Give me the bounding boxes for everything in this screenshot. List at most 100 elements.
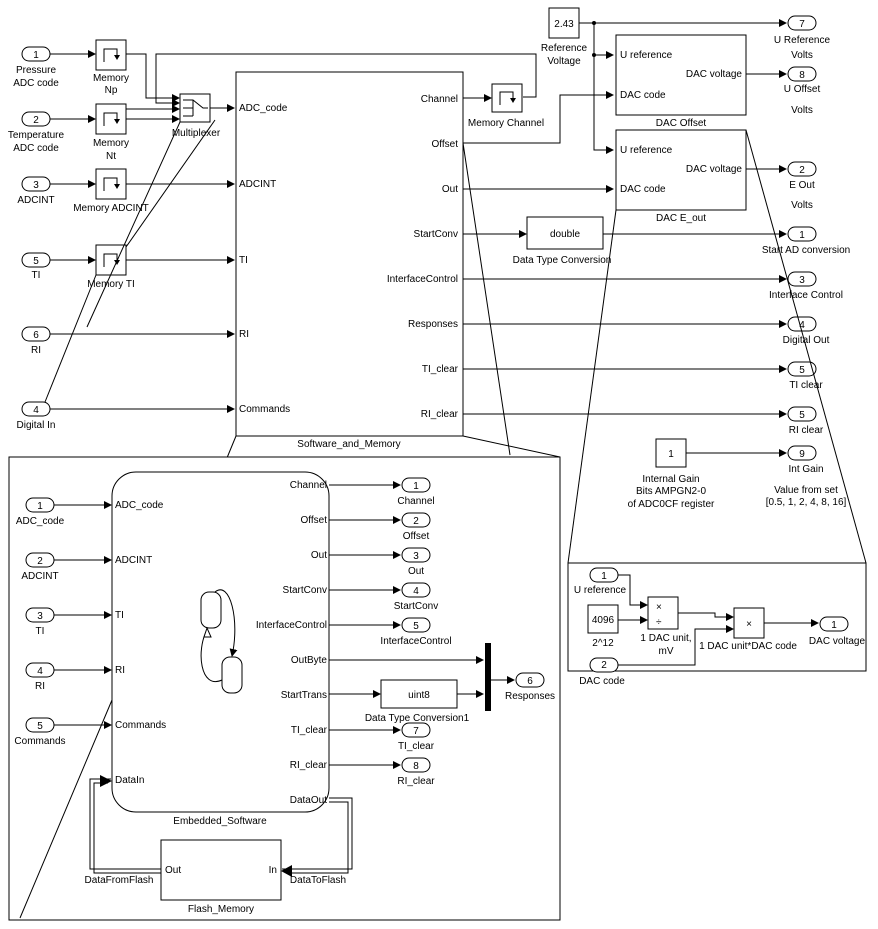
data-from-flash-label: DataFromFlash bbox=[85, 875, 154, 886]
svg-text:9: 9 bbox=[799, 449, 805, 460]
svg-text:2: 2 bbox=[33, 115, 39, 126]
svg-text:ADCINT: ADCINT bbox=[21, 571, 58, 582]
svg-text:3: 3 bbox=[33, 180, 39, 191]
outport-ri-clear[interactable]: 5 RI clear bbox=[787, 406, 824, 436]
svg-text:ADC code: ADC code bbox=[13, 78, 59, 89]
sub-outport-out[interactable]: 3 Out bbox=[401, 547, 431, 577]
svg-text:RI: RI bbox=[115, 665, 125, 676]
multiplexer-block[interactable]: Multiplexer bbox=[172, 93, 221, 139]
sub-outport-offset[interactable]: 2 Offset bbox=[401, 512, 431, 542]
svg-text:DAC voltage: DAC voltage bbox=[686, 69, 743, 80]
svg-text:StartConv: StartConv bbox=[394, 601, 438, 612]
svg-text:Offset: Offset bbox=[403, 531, 430, 542]
software-and-memory-block[interactable]: Software_and_Memory ADC_code ADCINT TI R… bbox=[235, 71, 464, 450]
svg-text:Out: Out bbox=[442, 184, 458, 195]
svg-text:Volts: Volts bbox=[791, 50, 813, 61]
svg-text:DAC voltage: DAC voltage bbox=[686, 164, 743, 175]
sub-inport-ri[interactable]: 4 RI bbox=[25, 662, 55, 692]
mux-bar[interactable] bbox=[485, 643, 491, 711]
dac-eout-block[interactable]: U reference DAC code DAC voltage DAC E_o… bbox=[615, 129, 747, 224]
memory-channel-block[interactable]: Memory Channel bbox=[468, 83, 544, 129]
internal-gain-block[interactable]: 1 Internal Gain Bits AMPGN2-0 of ADC0CF … bbox=[628, 438, 715, 510]
svg-text:InterfaceControl: InterfaceControl bbox=[380, 636, 451, 647]
svg-text:3: 3 bbox=[37, 611, 43, 622]
dac-detail-constant[interactable]: 4096 2^12 bbox=[587, 604, 619, 649]
svg-text:÷: ÷ bbox=[656, 617, 662, 628]
svg-text:Int Gain: Int Gain bbox=[788, 464, 823, 475]
outport-digital-out[interactable]: 4 Digital Out bbox=[783, 316, 830, 346]
inport-temperature[interactable]: 2 Temperature ADC code bbox=[8, 111, 65, 154]
sub-outport-interfacecontrol[interactable]: 5 InterfaceControl bbox=[380, 617, 452, 647]
svg-text:RI_clear: RI_clear bbox=[290, 760, 328, 771]
svg-text:DAC Offset: DAC Offset bbox=[656, 118, 707, 129]
memory-adcint-block[interactable]: Memory ADCINT bbox=[73, 168, 149, 214]
memory-ti-block[interactable]: Memory TI bbox=[87, 244, 135, 290]
svg-text:U reference: U reference bbox=[620, 145, 673, 156]
svg-text:DataOut: DataOut bbox=[290, 795, 327, 806]
svg-text:5: 5 bbox=[799, 365, 805, 376]
svg-text:1 DAC unit*DAC code: 1 DAC unit*DAC code bbox=[699, 641, 797, 652]
memory-nt-block[interactable]: Memory Nt bbox=[93, 103, 129, 162]
svg-text:ADC code: ADC code bbox=[13, 143, 59, 154]
outport-int-gain[interactable]: 9 Int Gain bbox=[787, 445, 824, 475]
svg-text:Commands: Commands bbox=[14, 736, 65, 747]
sub-outport-ri-clear[interactable]: 8 RI_clear bbox=[397, 757, 435, 787]
svg-text:U Offset: U Offset bbox=[784, 84, 821, 95]
embedded-software-block[interactable]: Embedded_Software ADC_code ADCINT TI RI … bbox=[111, 471, 330, 827]
value-from-set-label: Value from set bbox=[774, 485, 838, 496]
outport-ti-clear[interactable]: 5 TI clear bbox=[787, 361, 823, 391]
inport-adcint[interactable]: 3 ADCINT bbox=[17, 176, 55, 206]
flash-memory-block[interactable]: Out In Flash_Memory bbox=[160, 839, 282, 915]
data-type-conversion1-block[interactable]: uint8 Data Type Conversion1 bbox=[365, 679, 470, 724]
svg-text:DAC E_out: DAC E_out bbox=[656, 213, 706, 224]
svg-text:Channel: Channel bbox=[290, 480, 327, 491]
sub-outport-channel[interactable]: 1 Channel bbox=[397, 477, 435, 507]
svg-text:5: 5 bbox=[799, 410, 805, 421]
sub-outport-responses[interactable]: 6 Responses bbox=[505, 672, 555, 702]
inport-ri[interactable]: 6 RI bbox=[21, 326, 51, 356]
outport-u-offset[interactable]: 8 U Offset Volts bbox=[784, 66, 821, 116]
outport-start-ad-conversion[interactable]: 1 Start AD conversion bbox=[762, 226, 850, 256]
svg-text:Responses: Responses bbox=[408, 319, 458, 330]
svg-text:In: In bbox=[269, 865, 277, 876]
inport-pressure[interactable]: 1 Pressure ADC code bbox=[13, 46, 59, 89]
svg-text:ADCINT: ADCINT bbox=[239, 179, 276, 190]
svg-text:E Out: E Out bbox=[789, 180, 815, 191]
sub-outport-ti-clear[interactable]: 7 TI_clear bbox=[398, 722, 435, 752]
sub-inport-adcint[interactable]: 2 ADCINT bbox=[21, 552, 59, 582]
svg-text:TI: TI bbox=[239, 255, 248, 266]
svg-text:Flash_Memory: Flash_Memory bbox=[188, 904, 254, 915]
svg-text:TI_clear: TI_clear bbox=[398, 741, 435, 752]
svg-text:TI_clear: TI_clear bbox=[291, 725, 328, 736]
reference-voltage-block[interactable]: 2.43 Reference Voltage bbox=[541, 7, 588, 67]
svg-text:Data Type Conversion: Data Type Conversion bbox=[513, 255, 612, 266]
svg-text:ADC_code: ADC_code bbox=[16, 516, 65, 527]
svg-text:Start AD conversion: Start AD conversion bbox=[762, 245, 850, 256]
memory-np-block[interactable]: Memory Np bbox=[93, 39, 129, 96]
svg-text:Np: Np bbox=[105, 85, 118, 96]
dac-detail-divide-block[interactable]: × ÷ 1 DAC unit, mV bbox=[640, 596, 692, 657]
svg-text:Pressure: Pressure bbox=[16, 65, 56, 76]
sub-outport-startconv[interactable]: 4 StartConv bbox=[394, 582, 438, 612]
data-type-conversion-block[interactable]: double Data Type Conversion bbox=[513, 216, 612, 266]
svg-text:Channel: Channel bbox=[421, 94, 458, 105]
inport-digital-in[interactable]: 4 Digital In bbox=[17, 401, 56, 431]
outport-e-out[interactable]: 2 E Out Volts bbox=[787, 161, 817, 211]
svg-text:4: 4 bbox=[37, 666, 43, 677]
svg-text:8: 8 bbox=[799, 70, 805, 81]
svg-text:4: 4 bbox=[33, 405, 39, 416]
svg-text:4096: 4096 bbox=[592, 615, 615, 626]
dac-offset-block[interactable]: U reference DAC code DAC voltage DAC Off… bbox=[615, 34, 747, 129]
outport-u-reference[interactable]: 7 U Reference Volts bbox=[774, 15, 831, 61]
svg-text:StartConv: StartConv bbox=[414, 229, 458, 240]
sub-inport-commands[interactable]: 5 Commands bbox=[14, 717, 66, 747]
dac-detail-outport[interactable]: 1 DAC voltage bbox=[809, 616, 866, 647]
outport-interface-control[interactable]: 3 Interface Control bbox=[769, 271, 843, 301]
svg-text:2: 2 bbox=[799, 165, 805, 176]
svg-text:6: 6 bbox=[33, 330, 39, 341]
svg-text:RI_clear: RI_clear bbox=[421, 409, 459, 420]
inport-ti[interactable]: 5 TI bbox=[21, 252, 51, 281]
svg-text:Out: Out bbox=[408, 566, 424, 577]
dac-detail-product-block[interactable]: × 1 DAC unit*DAC code bbox=[699, 607, 797, 652]
svg-text:Digital In: Digital In bbox=[17, 420, 56, 431]
